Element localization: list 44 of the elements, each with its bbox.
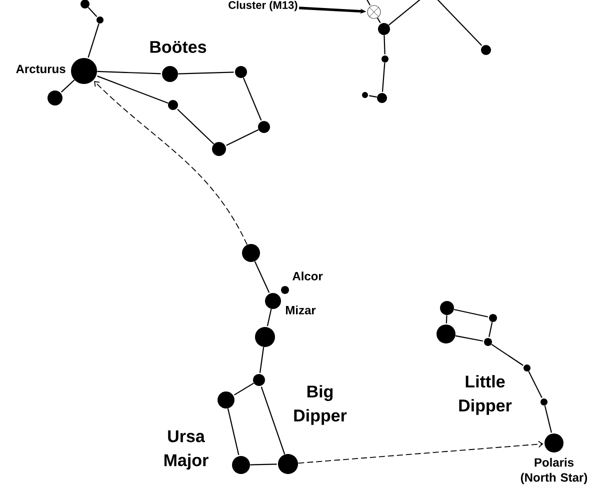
- constellation-line: [260, 386, 286, 455]
- constellation-name: Big Dipper: [294, 385, 347, 425]
- constellation-line: [259, 347, 264, 373]
- constellation-line: [97, 70, 161, 74]
- constellation-line: [369, 95, 377, 98]
- constellation-line: [491, 344, 524, 366]
- arrow: [298, 440, 544, 464]
- constellation-line: [446, 315, 448, 324]
- constellation-name: Little Dipper: [459, 375, 512, 415]
- constellation-line: [488, 322, 493, 338]
- constellation-line: [226, 129, 259, 146]
- constellation-line: [455, 335, 483, 342]
- constellation-line: [178, 72, 234, 74]
- constellation-line: [177, 108, 214, 144]
- constellation-line: [436, 0, 482, 46]
- constellation-line: [382, 62, 386, 92]
- star-name: Arcturus: [16, 64, 66, 74]
- cluster-symbol: [367, 5, 381, 19]
- constellation-line: [528, 371, 542, 398]
- constellation-line: [88, 23, 100, 58]
- star: [362, 92, 368, 98]
- constellation-line: [366, 0, 371, 6]
- constellation-line: [227, 408, 240, 456]
- star-label: Cluster (M13): [228, 0, 298, 12]
- star-name: Polaris (North Star): [520, 458, 588, 484]
- constellation-line: [234, 382, 254, 396]
- star-name: Mizar: [286, 306, 316, 314]
- star: [80, 0, 90, 8]
- constellation-line: [376, 18, 381, 24]
- constellation-line: [544, 405, 552, 433]
- constellation-line: [266, 308, 272, 326]
- constellation-line: [384, 35, 386, 54]
- constellation-line: [97, 76, 168, 104]
- constellation-line: [242, 78, 262, 121]
- constellation-line: [388, 0, 422, 26]
- arrow: [94, 81, 248, 246]
- constellation-name: Boötes: [150, 41, 206, 53]
- constellation-line: [88, 7, 98, 17]
- star-name: Alcor: [292, 272, 323, 280]
- constellation-line: [61, 80, 75, 92]
- constellation-line: [454, 308, 488, 318]
- constellation-name: Ursa Major: [164, 430, 208, 470]
- constellation-line: [254, 261, 270, 293]
- constellation-line: [250, 464, 277, 466]
